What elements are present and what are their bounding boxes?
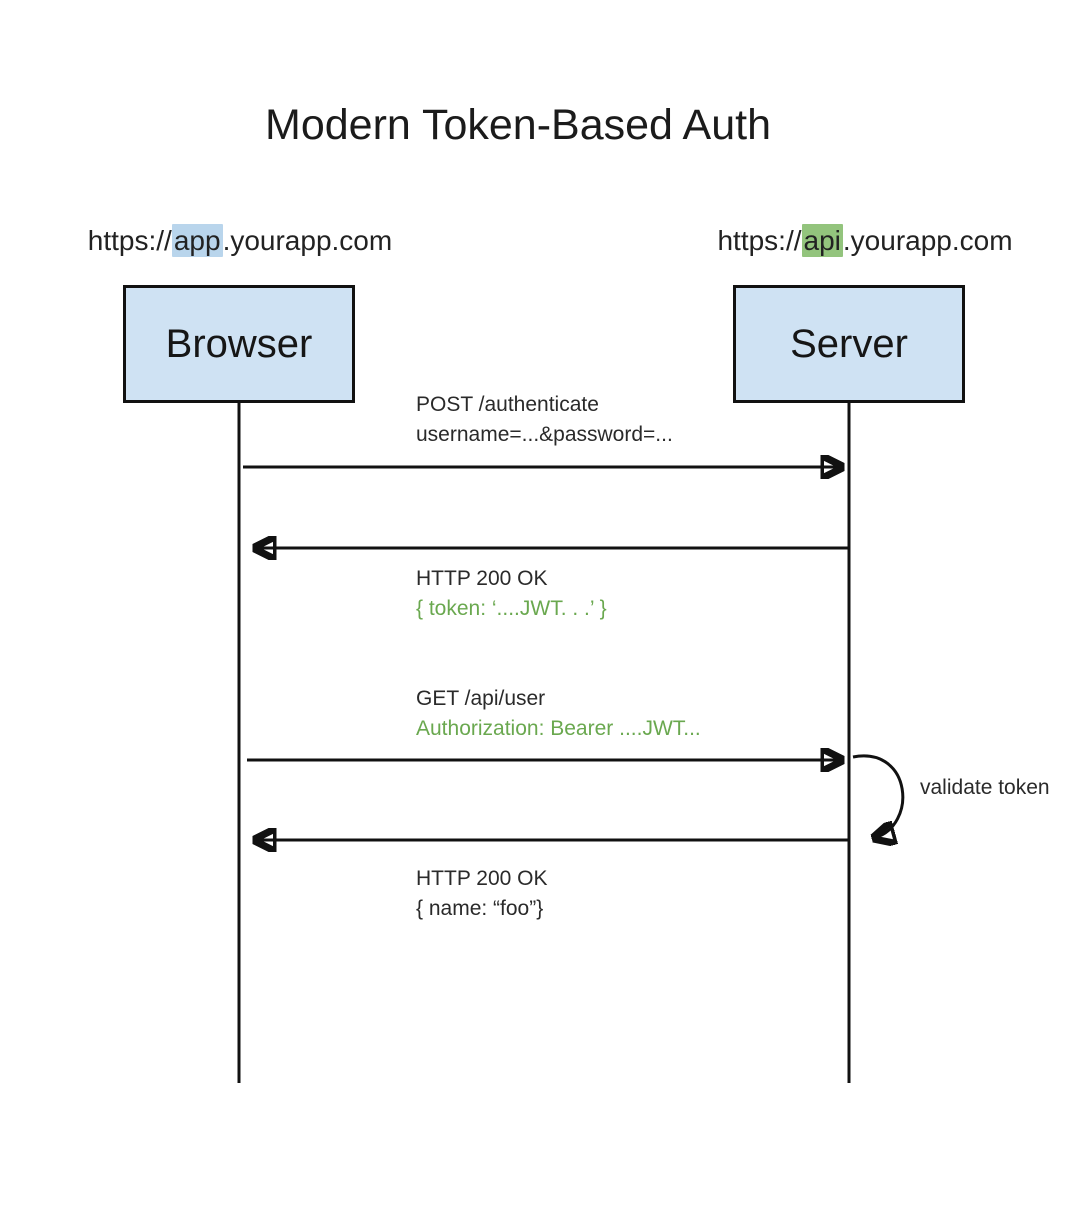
server-actor-box: Server	[733, 285, 965, 403]
server-url-scheme: https://	[717, 225, 802, 256]
message-line: GET /api/user	[416, 687, 546, 710]
diagram-title: Modern Token-Based Auth	[265, 101, 771, 149]
browser-actor-box: Browser	[123, 285, 355, 403]
message-line: POST /authenticate	[416, 393, 599, 416]
message-get-api-user: GET /api/user Authorization: Bearer ....…	[416, 684, 701, 744]
browser-actor-label: Browser	[165, 321, 313, 366]
validate-token-self-loop-arrow	[852, 754, 905, 838]
message-line: HTTP 200 OK	[416, 567, 548, 590]
browser-url-scheme: https://	[87, 225, 172, 256]
server-url-subdomain-highlight: api	[801, 224, 843, 257]
message-line: HTTP 200 OK	[416, 867, 548, 890]
message-http200-token: HTTP 200 OK { token: ‘....JWT. . .’ }	[416, 564, 607, 624]
message-line-authorization: Authorization: Bearer ....JWT...	[416, 717, 701, 740]
message-line: username=...&password=...	[416, 423, 673, 446]
server-actor-label: Server	[790, 321, 908, 366]
browser-url-subdomain-highlight: app	[171, 224, 223, 257]
browser-url: https://app.yourapp.com	[75, 224, 405, 257]
message-post-authenticate: POST /authenticate username=...&password…	[416, 390, 673, 450]
message-line-token: { token: ‘....JWT. . .’ }	[416, 597, 607, 620]
message-http200-name: HTTP 200 OK { name: “foo”}	[416, 864, 548, 924]
server-url-domain: .yourapp.com	[842, 225, 1013, 256]
message-line: { name: “foo”}	[416, 897, 544, 920]
server-url: https://api.yourapp.com	[700, 224, 1030, 257]
validate-token-label: validate token	[920, 776, 1050, 799]
browser-url-domain: .yourapp.com	[222, 225, 393, 256]
